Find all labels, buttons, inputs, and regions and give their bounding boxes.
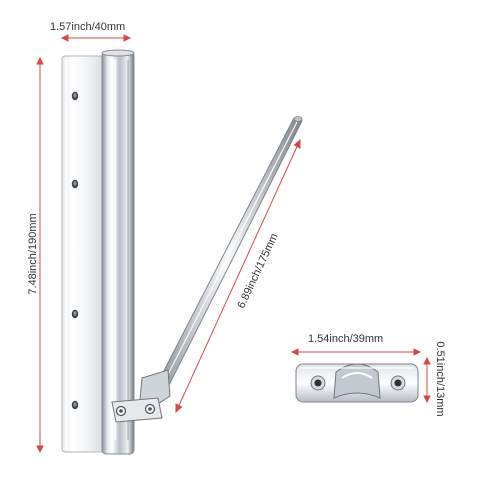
hinge-height-label: 7.48inch/190mm	[27, 213, 39, 295]
dimension-lines	[36, 34, 431, 454]
arm-pivot-bracket	[111, 369, 171, 423]
arm-dimension-line	[175, 139, 301, 413]
bracket-hole-icon	[310, 375, 326, 391]
closer-arm	[153, 116, 303, 396]
hinge-width-label: 1.57inch/40mm	[50, 21, 126, 33]
bracket-width-label: 1.54inch/39mm	[308, 333, 384, 345]
screw-hole-icon	[71, 309, 79, 319]
screw-hole-icon	[71, 400, 79, 410]
screw-hole-icon	[71, 179, 79, 189]
screw-holes	[71, 91, 79, 410]
spring-tube	[101, 49, 135, 455]
mounting-bracket	[295, 363, 419, 403]
bracket-height-label: 0.51inch/13mm	[434, 341, 446, 417]
bracket-hole-icon	[390, 375, 406, 391]
screw-hole-icon	[71, 91, 79, 101]
hinge-plate	[61, 55, 107, 453]
